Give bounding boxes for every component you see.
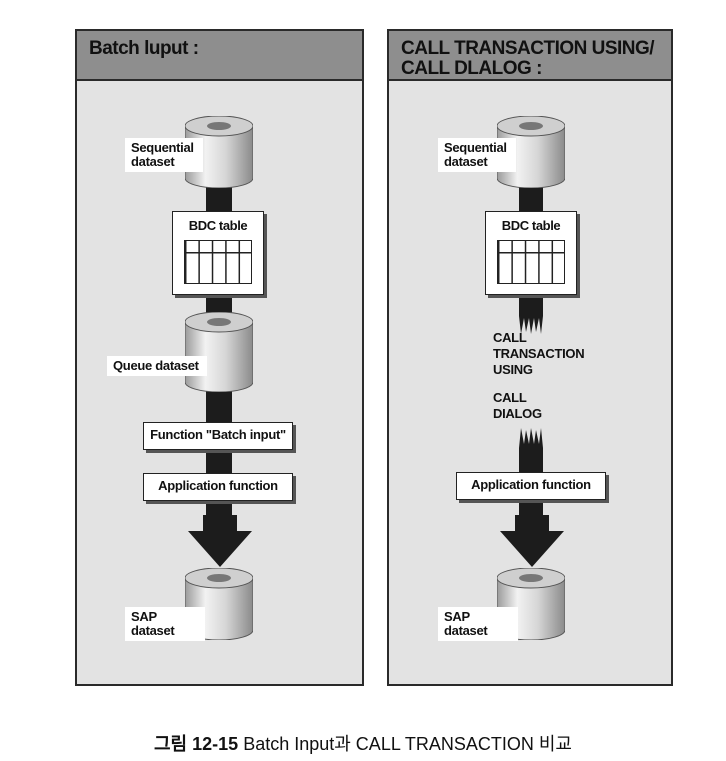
bdc-table-label: BDC table (501, 218, 561, 233)
sap-dataset-label: SAP dataset (438, 607, 518, 641)
sequential-dataset-label: Sequential dataset (125, 138, 203, 172)
torn-line-top-icon (519, 296, 543, 334)
queue-dataset-label: Queue dataset (107, 356, 207, 376)
bdc-table-label: BDC table (188, 218, 248, 233)
bdc-table-box: BDC table (172, 211, 264, 295)
function-batch-input-box: Function "Batch input" (143, 422, 293, 450)
figure-caption: 그림 12-15 Batch Input과 CALL TRANSACTION 비… (0, 730, 726, 756)
bdc-table-box: BDC table (485, 211, 577, 295)
batch-input-panel-title: Batch luput : (77, 31, 362, 81)
queue-dataset-cylinder (185, 312, 253, 392)
down-arrow-icon (500, 515, 564, 567)
down-arrow-icon (188, 515, 252, 567)
bdc-table-grid (184, 240, 252, 284)
bdc-table-grid (497, 240, 565, 284)
figure-caption-text: Batch Input과 CALL TRANSACTION 비교 (243, 734, 572, 754)
application-function-box: Application function (143, 473, 293, 501)
figure-number: 그림 12-15 (154, 734, 239, 754)
application-function-box: Application function (456, 472, 606, 500)
sequential-dataset-label: Sequential dataset (438, 138, 516, 172)
call-dialog-label: CALL DIALOG (493, 390, 542, 421)
call-transaction-panel-title: CALL TRANSACTION USING/ CALL DLALOG : (389, 31, 671, 81)
sap-dataset-label: SAP dataset (125, 607, 205, 641)
call-transaction-using-label: CALL TRANSACTION USING (493, 330, 585, 377)
